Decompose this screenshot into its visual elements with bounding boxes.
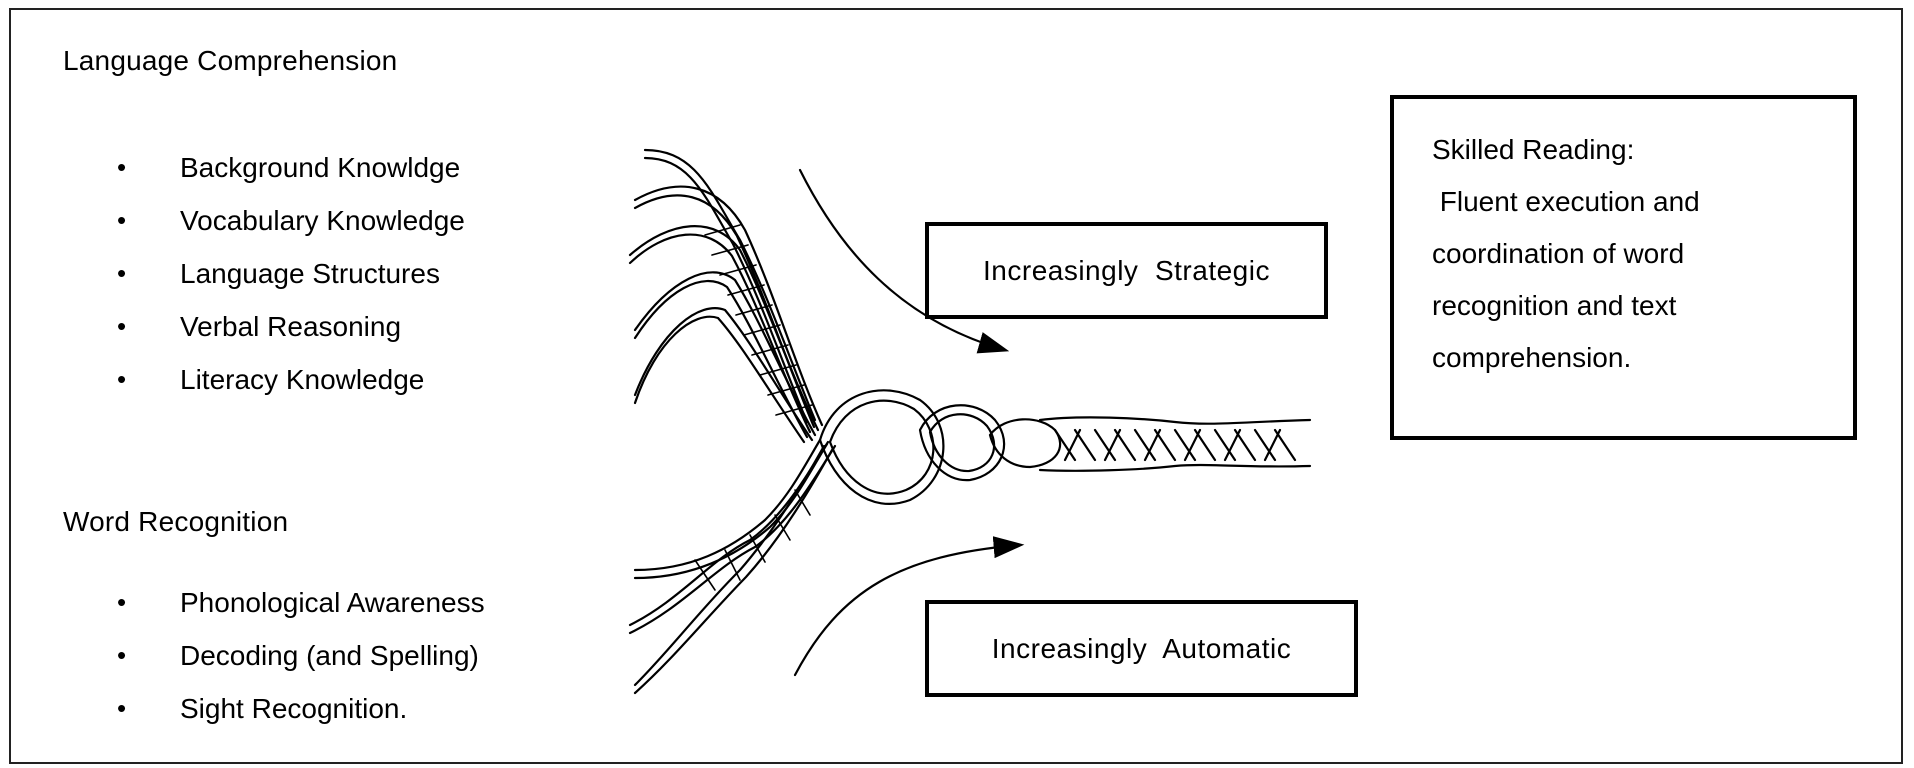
- bullet-icon: •: [117, 682, 126, 735]
- language-comprehension-list: •Background Knowldge •Vocabulary Knowled…: [63, 141, 583, 406]
- upper-strands: [630, 150, 822, 442]
- bullet-icon: •: [117, 194, 126, 247]
- word-recognition-list: •Phonological Awareness •Decoding (and S…: [63, 576, 603, 735]
- list-item: •Literacy Knowledge: [63, 353, 583, 406]
- bullet-icon: •: [117, 300, 126, 353]
- list-item: •Language Structures: [63, 247, 583, 300]
- list-item: •Verbal Reasoning: [63, 300, 583, 353]
- increasingly-strategic-box: Increasingly Strategic: [925, 222, 1328, 319]
- braided-tail: [1040, 417, 1310, 470]
- increasingly-strategic-label: Increasingly Strategic: [929, 255, 1324, 287]
- bullet-icon: •: [117, 141, 126, 194]
- list-item: •Phonological Awareness: [63, 576, 603, 629]
- list-item: •Sight Recognition.: [63, 682, 603, 735]
- skilled-reading-line: recognition and text: [1432, 280, 1833, 332]
- bullet-icon: •: [117, 629, 126, 682]
- increasingly-automatic-box: Increasingly Automatic: [925, 600, 1358, 697]
- bullet-icon: •: [117, 576, 126, 629]
- list-item: •Decoding (and Spelling): [63, 629, 603, 682]
- bullet-icon: •: [117, 353, 126, 406]
- skilled-reading-line: Fluent execution and: [1432, 176, 1833, 228]
- skilled-reading-line: comprehension.: [1432, 332, 1833, 384]
- skilled-reading-title: Skilled Reading:: [1432, 124, 1833, 176]
- word-recognition-heading: Word Recognition: [63, 506, 288, 538]
- skilled-reading-box: Skilled Reading: Fluent execution and co…: [1390, 95, 1857, 440]
- bullet-icon: •: [117, 247, 126, 300]
- increasingly-automatic-label: Increasingly Automatic: [929, 633, 1354, 665]
- list-item: •Vocabulary Knowledge: [63, 194, 583, 247]
- list-item: •Background Knowldge: [63, 141, 583, 194]
- skilled-reading-line: coordination of word: [1432, 228, 1833, 280]
- language-comprehension-heading: Language Comprehension: [63, 45, 397, 77]
- braid-loops: [820, 390, 1060, 504]
